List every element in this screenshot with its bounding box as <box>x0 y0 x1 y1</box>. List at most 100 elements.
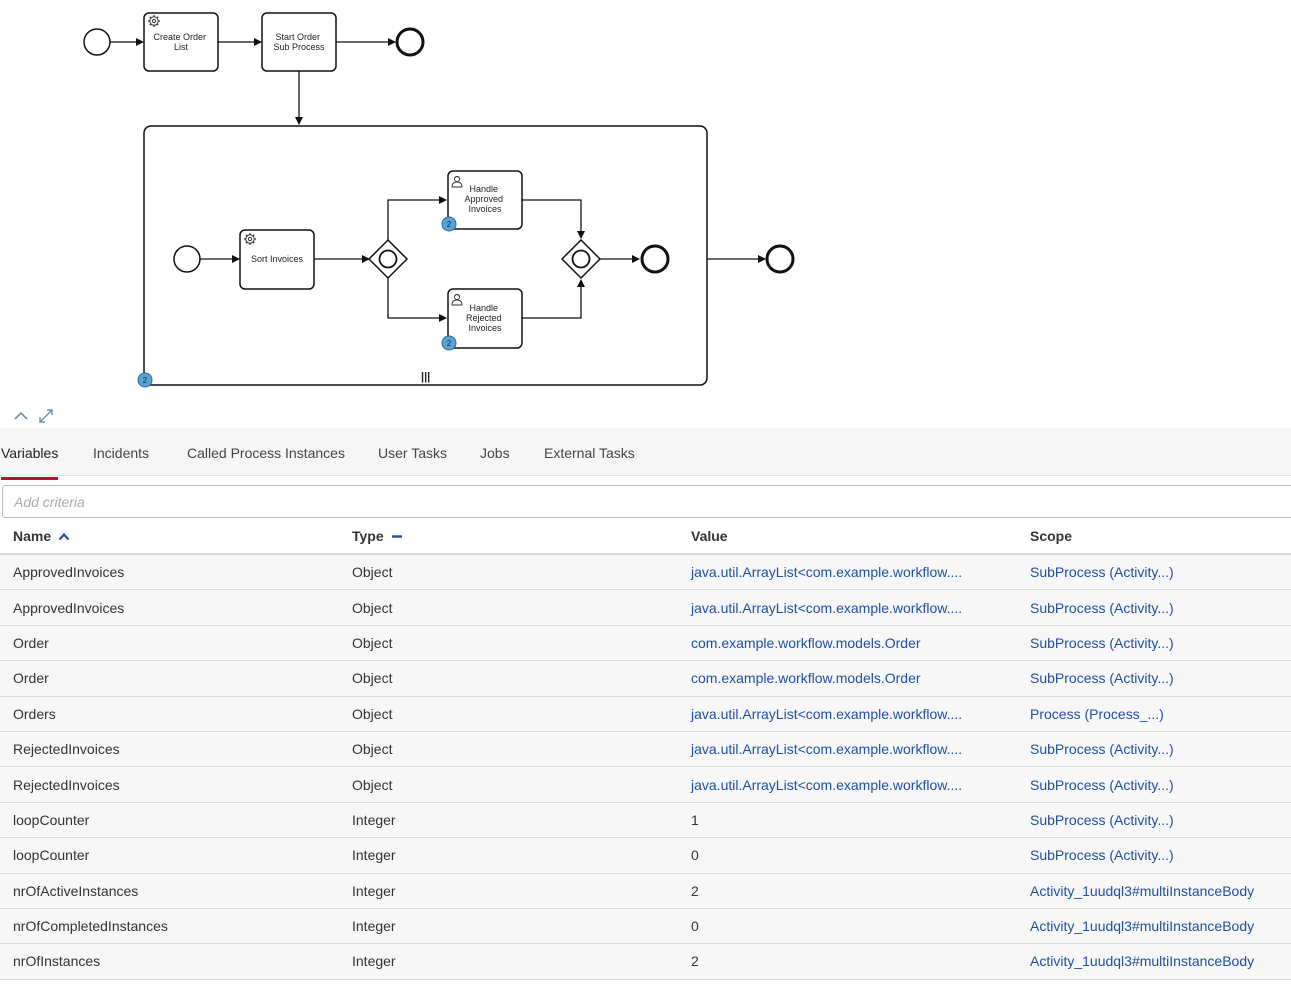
variable-name-cell: loopCounter <box>0 802 339 839</box>
variable-type-cell: Integer <box>339 908 678 945</box>
variable-value-cell[interactable]: java.util.ArrayList<com.example.workflow… <box>678 766 1017 803</box>
variable-scope-cell[interactable]: SubProcess (Activity...) <box>1017 660 1291 697</box>
task-handle-approved-invoices[interactable]: Handle Approved Invoices 2 <box>441 170 523 232</box>
variable-name-cell: loopCounter <box>0 837 339 874</box>
task-label: Handle Approved Invoices <box>464 184 505 214</box>
variable-type-cell: Object <box>339 589 678 626</box>
instance-count-badge <box>137 372 153 388</box>
variable-type-cell: Object <box>339 766 678 803</box>
variable-scope-cell[interactable]: SubProcess (Activity...) <box>1017 589 1291 626</box>
chevron-up-icon[interactable] <box>11 406 31 426</box>
search-criteria-input[interactable] <box>2 485 1291 518</box>
variable-value-cell[interactable]: com.example.workflow.models.Order <box>678 660 1017 697</box>
variable-value-cell[interactable]: java.util.ArrayList<com.example.workflow… <box>678 696 1017 732</box>
variable-type-cell: Integer <box>339 943 678 980</box>
instance-count-badge <box>441 216 457 232</box>
svg-text:2: 2 <box>447 339 452 348</box>
variable-value-cell[interactable]: java.util.ArrayList<com.example.workflow… <box>678 554 1017 591</box>
tab-incidents[interactable]: Incidents <box>93 445 150 461</box>
tab-user-tasks[interactable]: User Tasks <box>378 445 447 461</box>
variable-name-cell: Orders <box>0 696 339 732</box>
end-event-after-sub[interactable] <box>765 244 795 274</box>
variable-value-cell: 2 <box>678 943 1017 980</box>
variable-scope-cell[interactable]: Activity_1uudql3#multiInstanceBody <box>1017 943 1291 980</box>
tab-external-tasks[interactable]: External Tasks <box>544 445 635 461</box>
variable-name-cell: nrOfCompletedInstances <box>0 908 339 945</box>
variable-scope-cell[interactable]: SubProcess (Activity...) <box>1017 554 1291 591</box>
variable-name-cell: nrOfInstances <box>0 943 339 980</box>
task-label: Handle Rejected Invoices <box>466 303 504 333</box>
task-create-order-list[interactable]: Create Order List <box>143 12 219 72</box>
variable-scope-cell[interactable]: Process (Process_...) <box>1017 696 1291 732</box>
variable-type-cell: Integer <box>339 802 678 839</box>
variable-name-cell: RejectedInvoices <box>0 731 339 768</box>
variable-name-cell: RejectedInvoices <box>0 766 339 803</box>
variable-name-cell: ApprovedInvoices <box>0 589 339 626</box>
sort-ascending-icon[interactable] <box>55 530 70 544</box>
variable-scope-cell[interactable]: SubProcess (Activity...) <box>1017 625 1291 662</box>
variable-scope-cell[interactable]: Activity_1uudql3#multiInstanceBody <box>1017 908 1291 945</box>
variable-type-cell: Object <box>339 696 678 732</box>
inclusive-gateway-split[interactable] <box>367 238 409 280</box>
inclusive-gateway-join[interactable] <box>560 238 602 280</box>
task-label: Sort Invoices <box>251 254 304 264</box>
task-sort-invoices[interactable]: Sort Invoices <box>239 229 315 290</box>
variable-scope-cell[interactable]: SubProcess (Activity...) <box>1017 837 1291 874</box>
variable-type-cell: Integer <box>339 873 678 909</box>
variable-value-cell[interactable]: java.util.ArrayList<com.example.workflow… <box>678 731 1017 768</box>
start-event-sub[interactable] <box>173 245 201 273</box>
column-header-name[interactable]: Name <box>0 519 339 555</box>
svg-text:2: 2 <box>143 376 148 385</box>
expand-icon[interactable] <box>36 406 56 426</box>
variable-type-cell: Object <box>339 554 678 591</box>
tab-jobs[interactable]: Jobs <box>480 445 510 461</box>
sub-process-container[interactable]: ||| 2 <box>137 125 708 388</box>
task-start-order-sub-process[interactable]: Start Order Sub Process <box>261 12 337 72</box>
end-event-main[interactable] <box>395 27 425 57</box>
variable-scope-cell[interactable]: SubProcess (Activity...) <box>1017 802 1291 839</box>
variable-type-cell: Object <box>339 625 678 662</box>
variable-value-cell: 0 <box>678 837 1017 874</box>
variable-value-cell[interactable]: com.example.workflow.models.Order <box>678 625 1017 662</box>
variable-type-cell: Object <box>339 660 678 697</box>
unsorted-dash-icon[interactable] <box>388 530 403 544</box>
column-header-value: Value <box>678 519 1017 555</box>
tab-bar: Variables Incidents Called Process Insta… <box>0 428 1291 480</box>
variable-type-cell: Object <box>339 731 678 768</box>
tab-called-process-instances[interactable]: Called Process Instances <box>187 445 345 461</box>
start-event-main[interactable] <box>83 28 111 56</box>
multi-instance-marker: ||| <box>421 371 430 383</box>
column-header-scope: Scope <box>1017 519 1291 555</box>
bpmn-diagram: Create Order List Start Order Sub Proces… <box>83 12 795 388</box>
variable-scope-cell[interactable]: SubProcess (Activity...) <box>1017 766 1291 803</box>
variable-value-cell[interactable]: java.util.ArrayList<com.example.workflow… <box>678 589 1017 626</box>
task-label: Create Order List <box>153 32 208 52</box>
table-header-row: Name Type Value Scope <box>0 519 1291 555</box>
variable-scope-cell[interactable]: SubProcess (Activity...) <box>1017 731 1291 768</box>
variable-name-cell: Order <box>0 660 339 697</box>
variable-scope-cell[interactable]: Activity_1uudql3#multiInstanceBody <box>1017 873 1291 909</box>
variable-name-cell: nrOfActiveInstances <box>0 873 339 909</box>
variable-value-cell: 1 <box>678 802 1017 839</box>
variable-value-cell: 0 <box>678 908 1017 945</box>
column-header-type[interactable]: Type <box>339 519 678 555</box>
end-event-sub[interactable] <box>640 244 670 274</box>
variable-value-cell: 2 <box>678 873 1017 909</box>
task-handle-rejected-invoices[interactable]: Handle Rejected Invoices 2 <box>441 288 523 351</box>
tab-variables[interactable]: Variables <box>1 428 59 480</box>
variable-name-cell: Order <box>0 625 339 662</box>
svg-text:2: 2 <box>447 220 452 229</box>
variable-type-cell: Integer <box>339 837 678 874</box>
task-label: Start Order Sub Process <box>273 32 325 52</box>
